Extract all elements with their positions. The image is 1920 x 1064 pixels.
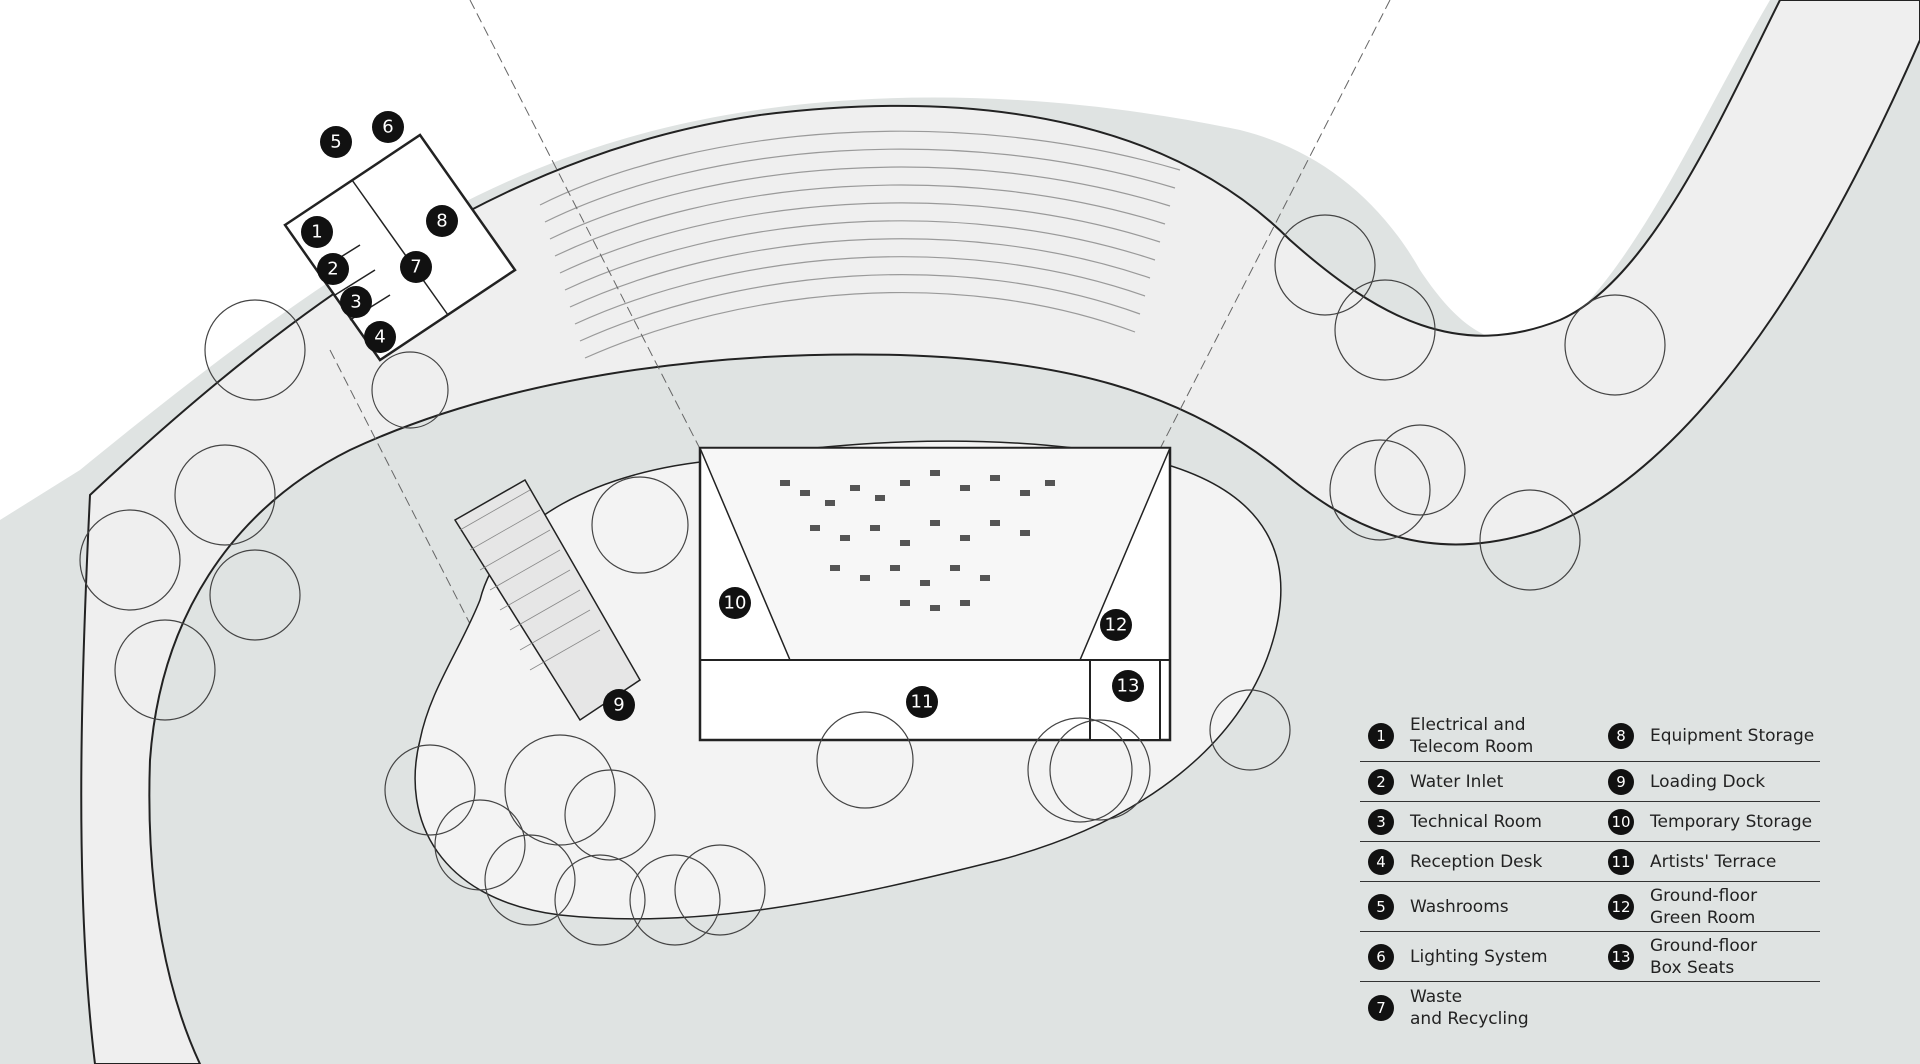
marker-3: 3: [340, 286, 372, 318]
legend-number: 9: [1608, 768, 1634, 795]
legend-number: 13: [1608, 943, 1634, 970]
legend-label: Ground-floor Box Seats: [1650, 935, 1758, 978]
legend-number: 10: [1608, 808, 1634, 835]
legend-item-3: 3 Technical Room: [1360, 802, 1600, 842]
curved-path: [80, 0, 1920, 1064]
marker-9: 9: [603, 689, 635, 721]
svg-text:7: 7: [410, 257, 421, 278]
marker-10: 10: [719, 587, 751, 619]
legend-number: 4: [1368, 848, 1394, 875]
svg-text:13: 13: [1117, 676, 1140, 697]
legend-item-13: 13 Ground-floor Box Seats: [1600, 932, 1820, 982]
legend-label: Temporary Storage: [1650, 811, 1813, 832]
legend-number: 1: [1368, 722, 1394, 749]
legend-number: 3: [1368, 808, 1394, 835]
legend-label: Reception Desk: [1410, 851, 1543, 872]
marker-8: 8: [426, 205, 458, 237]
legend-number: 7: [1368, 995, 1394, 1021]
svg-text:4: 4: [374, 327, 385, 348]
legend-label: Waste and Recycling: [1410, 987, 1529, 1029]
svg-text:8: 8: [436, 211, 447, 232]
legend-item-6: 6 Lighting System: [1360, 932, 1600, 982]
marker-7: 7: [400, 251, 432, 283]
legend-item-7: 7 Waste and Recycling: [1360, 982, 1600, 1034]
legend-item-2: 2 Water Inlet: [1360, 762, 1600, 802]
marker-2: 2: [317, 253, 349, 285]
amphitheatre-seating: [539, 130, 1181, 359]
svg-text:1: 1: [311, 222, 322, 243]
svg-text:12: 12: [1105, 615, 1128, 636]
marker-6: 6: [372, 111, 404, 143]
legend-label: Ground-floor Green Room: [1650, 885, 1758, 928]
legend-number: 2: [1368, 768, 1394, 795]
legend-label: Washrooms: [1410, 896, 1509, 917]
legend-label: Artists' Terrace: [1650, 851, 1777, 872]
svg-text:3: 3: [350, 292, 361, 313]
legend-label: Technical Room: [1410, 811, 1542, 832]
legend-item-5: 5 Washrooms: [1360, 882, 1600, 932]
legend-label: Loading Dock: [1650, 771, 1766, 792]
svg-text:10: 10: [724, 593, 747, 614]
legend-item-1: 1 Electrical and Telecom Room: [1360, 710, 1600, 762]
marker-11: 11: [906, 686, 938, 718]
marker-4: 4: [364, 321, 396, 353]
legend: 1 Electrical and Telecom Room 2 Water In…: [1360, 710, 1840, 1040]
svg-text:11: 11: [911, 692, 934, 713]
trees: [79, 214, 1666, 946]
legend-number: 8: [1608, 722, 1634, 749]
legend-item-4: 4 Reception Desk: [1360, 842, 1600, 882]
legend-item-12: 12 Ground-floor Green Room: [1600, 882, 1820, 932]
legend-item-11: 11 Artists' Terrace: [1600, 842, 1820, 882]
upper-field: [0, 0, 1770, 520]
marker-13: 13: [1112, 670, 1144, 702]
legend-column-right: 8 Equipment Storage 9 Loading Dock 10 Te…: [1600, 710, 1820, 982]
legend-label: Water Inlet: [1410, 771, 1504, 792]
svg-text:9: 9: [613, 695, 624, 716]
room-markers: 1 2 3 4 5 6 7 8 9 10 11 12 13: [301, 111, 1144, 721]
legend-item-9: 9 Loading Dock: [1600, 762, 1820, 802]
legend-number: 11: [1608, 848, 1634, 875]
access-ramp: [453, 478, 642, 722]
marker-1: 1: [301, 216, 333, 248]
legend-label: Lighting System: [1410, 946, 1548, 967]
legend-number: 12: [1608, 893, 1634, 920]
legend-label: Equipment Storage: [1650, 725, 1815, 746]
marker-5: 5: [320, 126, 352, 158]
legend-number: 5: [1368, 893, 1394, 920]
orchestra-seating: [780, 470, 1055, 611]
legend-number: 6: [1368, 943, 1394, 970]
legend-label: Electrical and Telecom Room: [1410, 714, 1534, 757]
legend-item-8: 8 Equipment Storage: [1600, 710, 1820, 762]
svg-text:6: 6: [382, 117, 393, 138]
svg-text:2: 2: [327, 259, 338, 280]
legend-item-10: 10 Temporary Storage: [1600, 802, 1820, 842]
marker-12: 12: [1100, 609, 1132, 641]
svg-text:5: 5: [330, 132, 341, 153]
legend-column-left: 1 Electrical and Telecom Room 2 Water In…: [1360, 710, 1600, 1034]
